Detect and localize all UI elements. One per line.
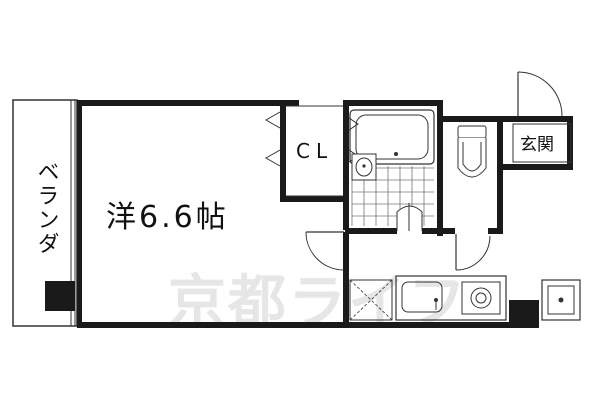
washer-space [349,279,393,321]
bathroom [345,100,443,236]
closet-label: CL [296,139,333,163]
balcony-drain-block [45,281,75,311]
room-door [305,231,345,271]
entrance-label: 玄関 [520,135,554,155]
balcony-label: ベランダ [34,160,59,256]
main-room-walls [77,100,349,328]
balcony [12,99,78,327]
main-room-label: 洋6.6帖 [106,200,229,235]
bathtub [349,109,435,165]
kitchen-sink [401,281,443,313]
entrance [503,71,573,170]
kitchen-counter [395,275,507,321]
fridge-space [541,279,581,321]
toilet-room [441,116,503,271]
kitchen [349,275,581,328]
stove [461,281,501,315]
